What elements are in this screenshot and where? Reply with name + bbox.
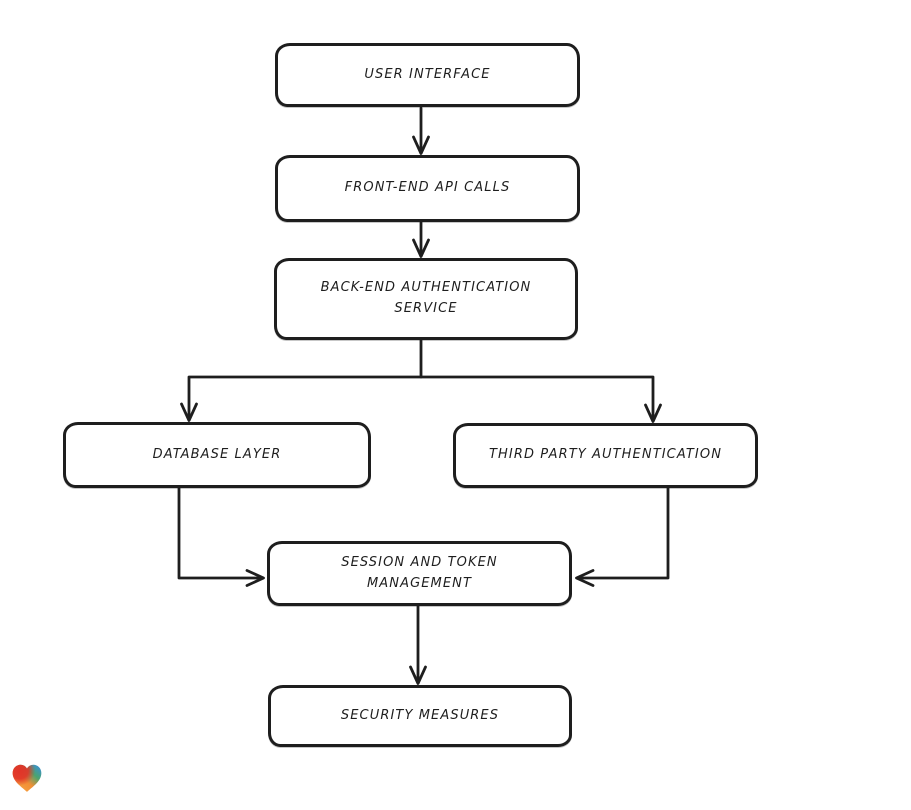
edge-backend-auth-to-third-party-auth[interactable] [419, 375, 662, 423]
node-security-measures[interactable]: SECURITY MEASURES [268, 685, 572, 747]
node-database-layer[interactable]: DATABASE LAYER [63, 422, 371, 488]
node-front-end-api-calls[interactable]: FRONT-END API CALLS [275, 155, 580, 222]
node-session-and-token-management[interactable]: SESSION AND TOKEN MANAGEMENT [267, 541, 572, 606]
node-user-interface[interactable]: USER INTERFACE [275, 43, 580, 107]
node-third-party-authentication-label: THIRD PARTY AUTHENTICATION [488, 447, 723, 463]
edge-backend-auth-to-database-layer[interactable] [180, 338, 423, 422]
edge-third-party-auth-to-session-token[interactable] [575, 486, 670, 587]
edge-user-interface-to-front-end-api[interactable] [412, 106, 430, 155]
node-database-layer-label: DATABASE LAYER [152, 446, 282, 462]
heart-icon [12, 764, 42, 792]
edge-front-end-api-to-backend-auth[interactable] [412, 220, 430, 258]
node-third-party-authentication[interactable]: THIRD PARTY AUTHENTICATION [453, 423, 758, 488]
node-back-end-authentication-service[interactable]: BACK-END AUTHENTICATION SERVICE [274, 258, 578, 340]
edge-database-layer-to-session-token[interactable] [177, 486, 265, 587]
node-back-end-authentication-service-label: BACK-END AUTHENTICATION SERVICE [320, 280, 532, 316]
node-security-measures-label: SECURITY MEASURES [340, 707, 500, 723]
gradient-heart-logo[interactable] [10, 761, 44, 794]
edge-session-token-to-security-measures[interactable] [409, 604, 427, 685]
node-front-end-api-calls-label: FRONT-END API CALLS [344, 180, 511, 196]
node-user-interface-label: USER INTERFACE [364, 66, 491, 82]
node-session-and-token-management-label: SESSION AND TOKEN MANAGEMENT [341, 554, 498, 591]
